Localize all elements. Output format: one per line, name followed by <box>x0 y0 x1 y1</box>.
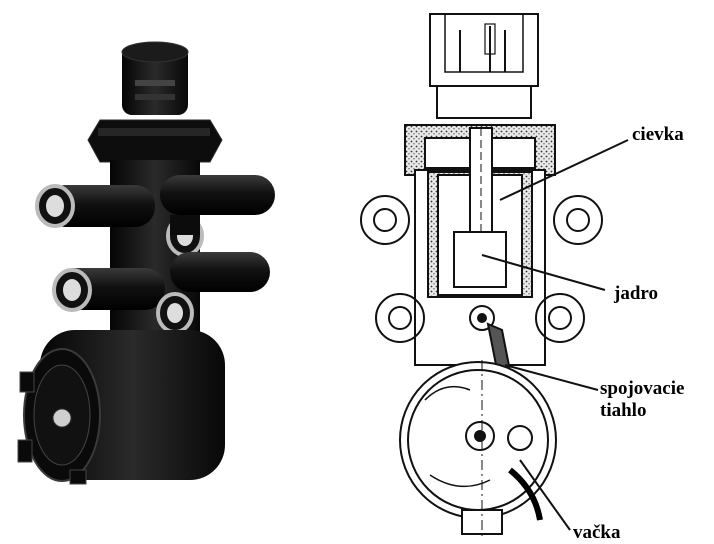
label-coil: cievka <box>632 124 684 145</box>
label-cam: vačka <box>573 522 621 543</box>
label-core: jadro <box>614 283 658 304</box>
sectional-drawing <box>360 13 629 540</box>
label-link-rod-line2: tiahlo <box>600 400 647 421</box>
sensor-photo <box>17 41 275 485</box>
label-link-rod-line1: spojovacie <box>600 378 685 399</box>
